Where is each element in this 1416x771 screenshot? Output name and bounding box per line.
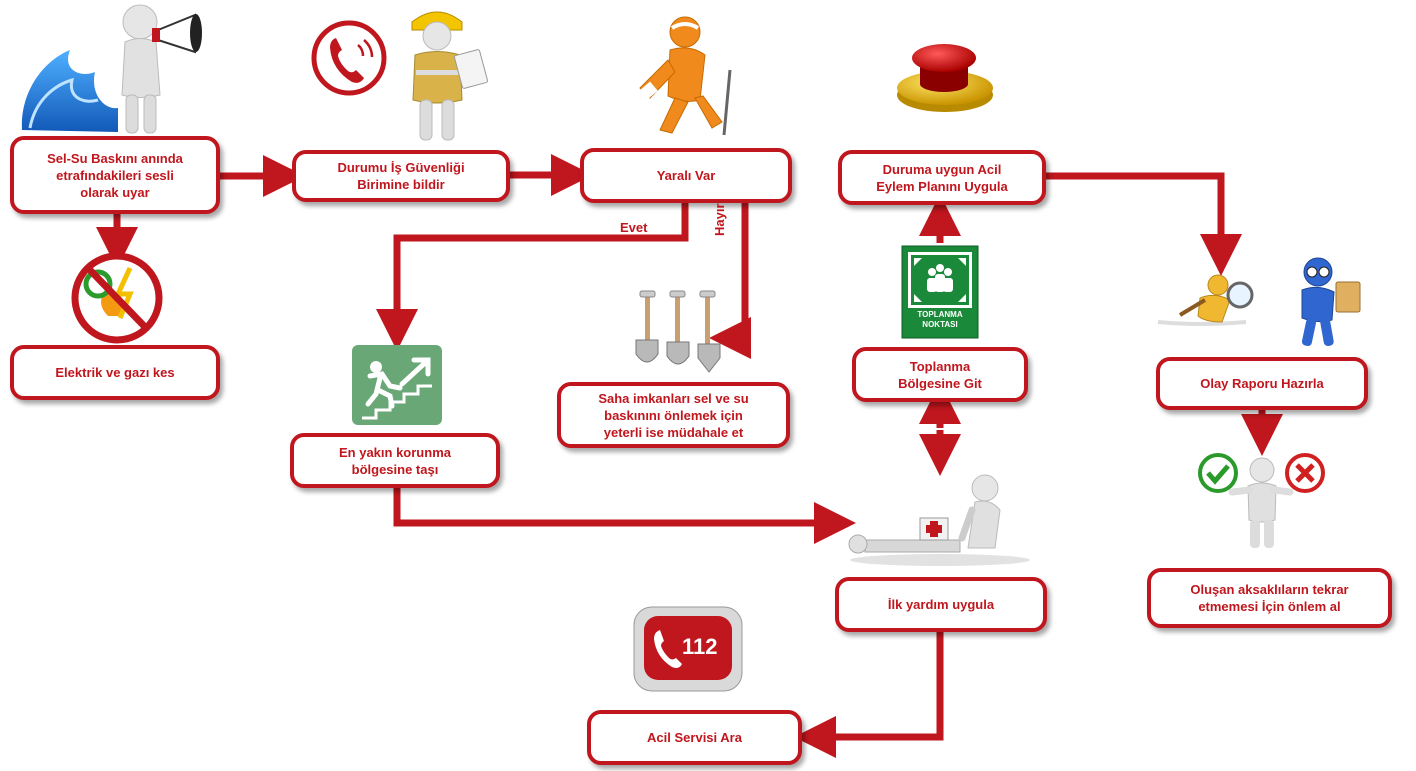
step-first-aid-text: İlk yardım uygula [887, 597, 995, 612]
step-prevent-box[interactable]: Oluşan aksaklıların tekrar etmemesi İçin… [1147, 568, 1392, 628]
branch-no-label: Hayır [712, 203, 727, 236]
step-call-emergency-text: Acil Servisi Ara [647, 730, 742, 745]
no-electric-gas-icon [71, 252, 163, 344]
arrow-no-branch [709, 203, 751, 359]
inspector-magnifier-icon [1157, 274, 1254, 326]
emergency-stop-button-icon [897, 44, 993, 112]
step-injured-text: Yaralı Var [656, 168, 716, 183]
phone-icon [311, 20, 387, 96]
step-warn-box[interactable]: Sel-Su Baskını anında etrafındakileri se… [10, 136, 220, 214]
worker-clipboard-icon [411, 11, 489, 141]
step-prevent-text: Oluşan aksaklıların tekrar etmemesi İçin… [1190, 582, 1349, 614]
step-incident-report-text: Olay Raporu Hazırla [1200, 376, 1324, 391]
step-call-emergency-box[interactable]: Acil Servisi Ara [587, 710, 802, 765]
step-notify-box[interactable]: Durumu İş Güvenliği Birimine bildir [292, 150, 510, 202]
megaphone-person-icon [121, 4, 202, 134]
step-first-aid-box[interactable]: İlk yardım uygula [835, 577, 1047, 632]
injured-person-icon [636, 16, 732, 136]
assembly-sign-text: TOPLANMA NOKTASI [917, 310, 963, 329]
step-emergency-plan-text: Duruma uygun Acil Eylem Planını Uygula [876, 161, 1008, 194]
step-site-response-text: Saha imkanları sel ve su baskınını önlem… [598, 390, 749, 440]
step-cut-utilities-text: Elektrik ve gazı kes [55, 365, 175, 380]
step-assembly-text: Toplanma Bölgesine Git [898, 358, 982, 391]
check-cross-person-icon [1198, 453, 1325, 548]
step-incident-report-box[interactable]: Olay Raporu Hazırla [1156, 357, 1368, 410]
step-notify-text: Durumu İş Güvenliği Birimine bildir [337, 160, 465, 192]
step-protect-area-box[interactable]: En yakın korunma bölgesine taşı [290, 433, 500, 488]
arrow-yes-branch [376, 203, 689, 351]
shovels-icon [635, 290, 721, 373]
first-aid-cpr-icon [848, 474, 1030, 566]
step-protect-area-text: En yakın korunma bölgesine taşı [339, 444, 451, 477]
arrow-firstaid-to-call [794, 632, 944, 758]
flood-wave-icon [21, 50, 118, 132]
emergency-number-text: 112 [682, 634, 718, 659]
emergency-112-phone-icon [633, 606, 743, 692]
connectors [96, 154, 1283, 758]
step-injured-box[interactable]: Yaralı Var [580, 148, 792, 203]
assembly-point-sign-icon [901, 245, 979, 339]
step-site-response-box[interactable]: Saha imkanları sel ve su baskınını önlem… [557, 382, 790, 448]
step-cut-utilities-box[interactable]: Elektrik ve gazı kes [10, 345, 220, 400]
step-assembly-box[interactable]: Toplanma Bölgesine Git [852, 347, 1028, 402]
reporter-person-icon [1301, 257, 1361, 347]
branch-yes-label: Evet [620, 220, 648, 235]
arrow-plan-to-report [1046, 172, 1242, 276]
emergency-exit-sign-icon [352, 345, 442, 425]
arrow-protect-to-firstaid [393, 488, 856, 544]
step-warn-text: Sel-Su Baskını anında etrafındakileri se… [47, 150, 183, 200]
step-emergency-plan-box[interactable]: Duruma uygun Acil Eylem Planını Uygula [838, 150, 1046, 205]
